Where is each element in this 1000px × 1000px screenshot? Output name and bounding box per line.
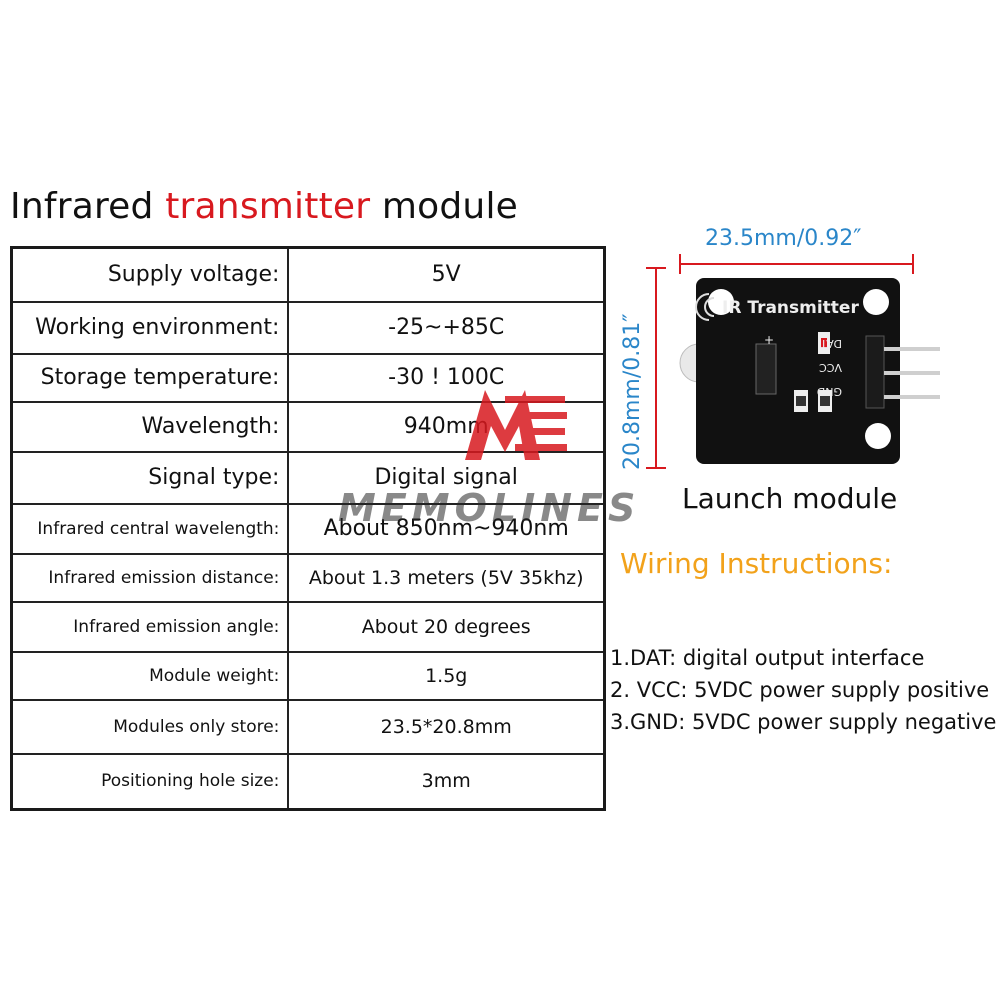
- pin-dat-label: DAT: [820, 337, 842, 350]
- spec-value: 1.5g: [287, 650, 606, 701]
- height-dimension-line: [646, 267, 666, 469]
- header-pins: [884, 347, 940, 399]
- spec-label: Infrared emission angle:: [10, 600, 290, 653]
- table-row: Infrared central wavelength: About 850nm…: [10, 502, 606, 555]
- title-part-1: Infrared: [10, 186, 166, 227]
- spec-value: About 850nm~940nm: [287, 502, 606, 555]
- spec-label: Wavelength:: [10, 400, 290, 453]
- spec-label: Infrared emission distance:: [10, 552, 290, 603]
- table-row: Modules only store: 23.5*20.8mm: [10, 698, 606, 755]
- spec-table: Supply voltage: 5V Working environment: …: [10, 246, 606, 811]
- spec-label: Storage temperature:: [10, 352, 290, 403]
- spec-label: Supply voltage:: [10, 246, 290, 303]
- spec-label: Working environment:: [10, 300, 290, 355]
- table-row: Signal type: Digital signal: [10, 450, 606, 505]
- plus-sign: +: [764, 333, 774, 347]
- spec-label: Infrared central wavelength:: [10, 502, 290, 555]
- spec-value: 3mm: [287, 752, 606, 811]
- page-title: Infrared transmitter module: [10, 186, 518, 227]
- table-row: Supply voltage: 5V: [10, 246, 606, 303]
- spec-value: 5V: [287, 246, 606, 303]
- spec-value: 940mm: [287, 400, 606, 453]
- title-part-2: transmitter: [165, 186, 371, 227]
- table-row: Wavelength: 940mm: [10, 400, 606, 453]
- table-row: Infrared emission distance: About 1.3 me…: [10, 552, 606, 603]
- table-row: Infrared emission angle: About 20 degree…: [10, 600, 606, 653]
- table-row: Positioning hole size: 3mm: [10, 752, 606, 811]
- ir-transmitter-board-image: IR Transmitter + DAT VCC GND: [646, 254, 940, 469]
- pcb-board: IR Transmitter + DAT VCC GND: [695, 278, 900, 464]
- spec-value: About 20 degrees: [287, 600, 606, 653]
- spec-value: 23.5*20.8mm: [287, 698, 606, 755]
- mounting-hole-icon: [708, 289, 734, 315]
- pin-vcc-label: VCC: [819, 361, 842, 374]
- mounting-hole-icon: [863, 289, 889, 315]
- spec-label: Module weight:: [10, 650, 290, 701]
- wiring-title: Wiring Instructions:: [620, 547, 893, 580]
- spec-value: -25~+85C: [287, 300, 606, 355]
- silkscreen-title: IR Transmitter: [722, 298, 859, 318]
- width-dimension-line: [679, 254, 914, 274]
- spec-label: Signal type:: [10, 450, 290, 505]
- signal-icon: [704, 297, 715, 317]
- watermark-text: MEMOLINES: [338, 486, 641, 530]
- table-row: Working environment: -25~+85C: [10, 300, 606, 355]
- table-row: Storage temperature: -30 ! 100C: [10, 352, 606, 403]
- launch-module-label: Launch module: [682, 482, 898, 515]
- mounting-hole-icon: [865, 423, 891, 449]
- spec-label: Positioning hole size:: [10, 752, 290, 811]
- title-part-3: module: [370, 186, 518, 227]
- wiring-line-vcc: 2. VCC: 5VDC power supply positive: [610, 678, 990, 702]
- wiring-line-dat: 1.DAT: digital output interface: [610, 646, 925, 670]
- wiring-line-gnd: 3.GND: 5VDC power supply negative: [610, 710, 997, 734]
- spec-value: -30 ! 100C: [287, 352, 606, 403]
- spec-value: Digital signal: [287, 450, 606, 505]
- pin-gnd-label: GND: [817, 385, 842, 398]
- spec-value: About 1.3 meters (5V 35khz): [287, 552, 606, 603]
- width-dimension-label: 23.5mm/0.92″: [705, 226, 862, 251]
- spec-label: Modules only store:: [10, 698, 290, 755]
- table-row: Module weight: 1.5g: [10, 650, 606, 701]
